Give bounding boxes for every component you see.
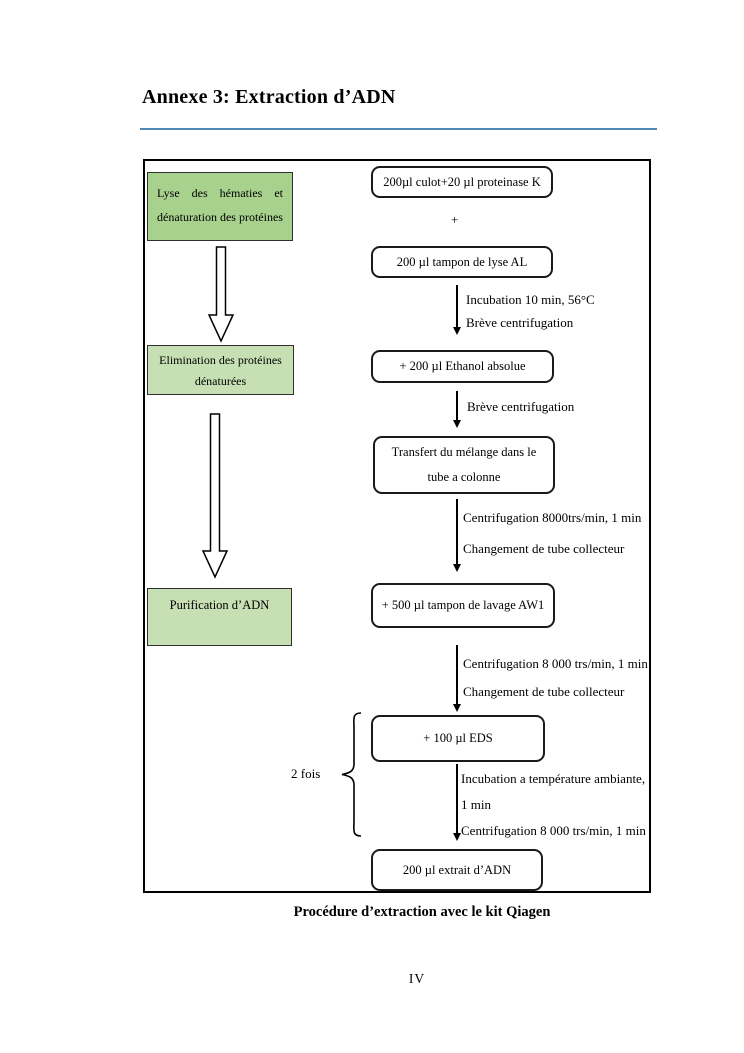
step-label-incubation-56: Incubation 10 min, 56°C Brève centrifuga… (466, 288, 595, 334)
flow-box-label: 200 µl extrait d’ADN (402, 862, 512, 877)
flow-box-eds: + 100 µl EDS (371, 715, 545, 762)
figure-caption: Procédure d’extraction avec le kit Qiage… (293, 904, 551, 920)
down-arrow-icon (452, 499, 462, 572)
step-label-line: 1 min (461, 797, 491, 812)
step-label-line: Changement de tube collecteur (463, 541, 625, 556)
stage-box-lyse: Lyse des hématies et dénaturation des pr… (147, 172, 293, 241)
plus-sign: + (451, 212, 459, 227)
step-label-line: Centrifugation 8 000 trs/min, 1 min (461, 823, 646, 838)
stage-label-line: Lyse des hématies et (157, 186, 283, 200)
flow-box-label: 200 µl tampon de lyse AL (396, 254, 528, 269)
flow-box-label: 200µl culot+20 µl proteinase K (383, 174, 541, 189)
step-label-line: Centrifugation 8 000 trs/min, 1 min (463, 656, 648, 671)
flow-box-label: Transfert du mélange dans le (391, 445, 537, 459)
down-arrow-icon (452, 391, 462, 428)
flow-box-ethanol: + 200 µl Ethanol absolue (371, 350, 554, 383)
repeat-label: 2 fois (291, 766, 321, 781)
step-label-line: Brève centrifugation (467, 399, 575, 414)
stage-label-line: dénaturation des protéines (157, 210, 283, 224)
block-down-arrow-icon (206, 246, 236, 343)
step-label-line: Incubation 10 min, 56°C (466, 292, 595, 307)
step-label-line: Centrifugation 8000trs/min, 1 min (463, 510, 642, 525)
stage-label-line: Elimination des protéines (159, 353, 282, 367)
title-divider (140, 128, 657, 130)
page-title: Annexe 3: Extraction d’ADN (142, 86, 396, 108)
step-label-incubation-ambiante: Incubation a température ambiante, 1 min… (461, 766, 646, 844)
diagram-frame (143, 159, 651, 893)
flow-box-extrait-adn: 200 µl extrait d’ADN (371, 849, 543, 891)
step-label-line: Incubation a température ambiante, (461, 771, 646, 786)
flow-box-tampon-lavage-aw1: + 500 µl tampon de lavage AW1 (371, 583, 555, 628)
flow-box-label: + 100 µl EDS (423, 731, 493, 745)
page-number: IV (408, 971, 426, 986)
stage-box-purification: Purification d’ADN (147, 588, 292, 646)
step-label-centrifugation-8000: Centrifugation 8000trs/min, 1 min Change… (463, 502, 641, 564)
step-label-centrifugation-8000-2: Centrifugation 8 000 trs/min, 1 min Chan… (463, 650, 648, 706)
repeat-brace-icon (337, 711, 363, 838)
flow-box-tampon-lyse: 200 µl tampon de lyse AL (371, 246, 553, 278)
down-arrow-icon (452, 645, 462, 712)
down-arrow-icon (452, 764, 462, 841)
flow-box-label: tube a colonne (427, 470, 501, 484)
stage-box-elimination: Elimination des protéines dénaturées (147, 345, 294, 395)
stage-label-line: dénaturées (194, 374, 247, 388)
flow-box-label: + 500 µl tampon de lavage AW1 (381, 598, 545, 612)
flow-box-transfert-colonne: Transfert du mélange dans le tube a colo… (373, 436, 555, 494)
step-label-line: Brève centrifugation (466, 315, 574, 330)
step-label-breve-centrifugation: Brève centrifugation (467, 399, 574, 415)
step-label-line: Changement de tube collecteur (463, 684, 625, 699)
down-arrow-icon (452, 285, 462, 335)
flow-box-culot-proteinase: 200µl culot+20 µl proteinase K (371, 166, 553, 198)
stage-label-line: Purification d’ADN (169, 598, 270, 612)
block-down-arrow-icon (200, 413, 230, 579)
flow-box-label: + 200 µl Ethanol absolue (399, 359, 526, 373)
